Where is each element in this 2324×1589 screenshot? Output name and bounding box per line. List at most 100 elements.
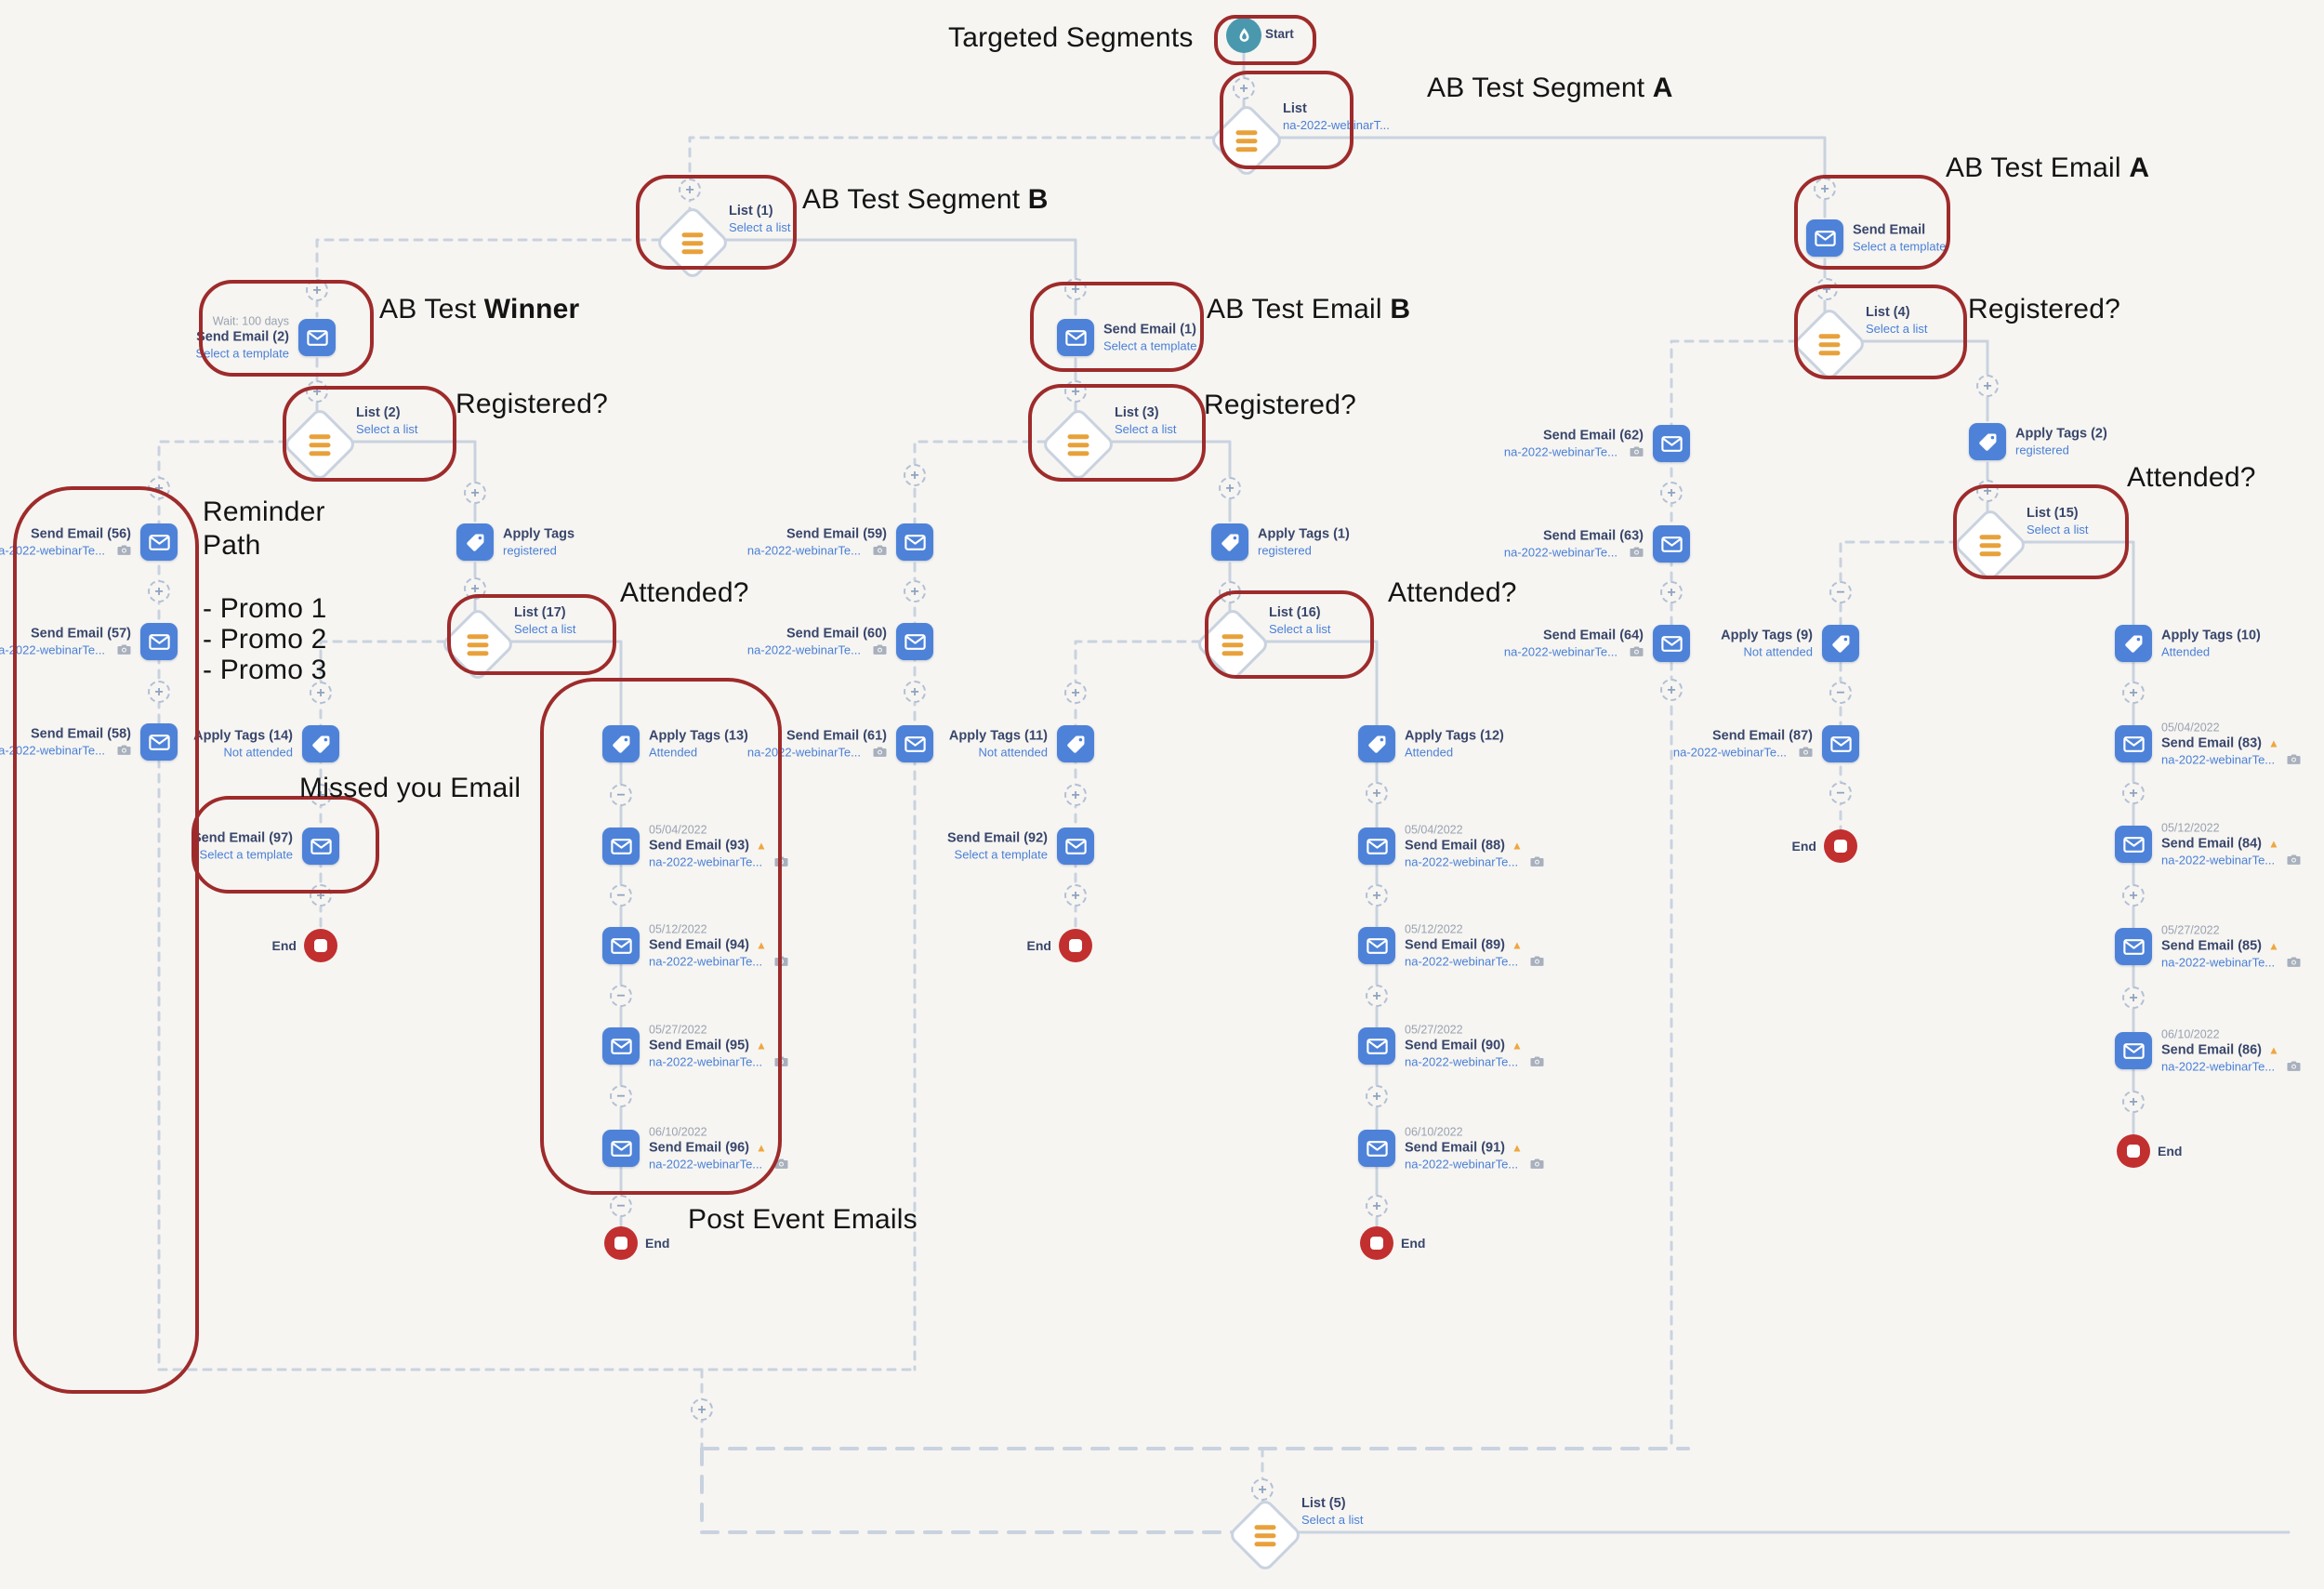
node-title: Send Email (85)▲ <box>2161 938 2279 954</box>
node-start[interactable] <box>1226 18 1261 53</box>
add-step-button[interactable]: + <box>1976 375 1999 397</box>
node-email-96[interactable] <box>602 1130 640 1167</box>
add-step-button[interactable]: + <box>306 380 328 403</box>
node-tags-10[interactable] <box>2115 625 2152 662</box>
node-email-90[interactable] <box>1358 1027 1395 1065</box>
node-tags-2[interactable] <box>1969 423 2006 460</box>
add-step-button[interactable]: + <box>679 179 701 201</box>
node-email-57[interactable] <box>140 623 178 660</box>
add-step-button[interactable]: + <box>148 681 170 703</box>
node-email-97[interactable] <box>302 828 339 865</box>
node-label-email-97: Send Email (97)Select a template <box>79 829 293 862</box>
add-step-button[interactable]: − <box>610 784 632 806</box>
add-step-button[interactable]: − <box>610 985 632 1007</box>
node-tags-1[interactable] <box>1211 523 1248 561</box>
add-step-button[interactable]: + <box>2122 884 2145 907</box>
add-step-button[interactable]: + <box>306 279 328 301</box>
add-step-button[interactable]: − <box>1829 682 1852 704</box>
node-email-95[interactable] <box>602 1027 640 1065</box>
start-drop-icon <box>1239 27 1248 42</box>
node-email-ab-a[interactable] <box>1806 219 1843 257</box>
add-step-button[interactable]: − <box>610 1085 632 1107</box>
node-end-postevent[interactable] <box>604 1226 638 1260</box>
add-step-button[interactable]: + <box>464 482 486 504</box>
node-end-tags12[interactable] <box>1360 1226 1393 1260</box>
node-email-89[interactable] <box>1358 927 1395 964</box>
email-icon <box>1064 329 1087 346</box>
node-email-64[interactable] <box>1653 625 1690 662</box>
node-tags-14[interactable] <box>302 725 339 762</box>
add-step-button[interactable]: + <box>1366 985 1388 1007</box>
add-step-button[interactable]: + <box>2122 1091 2145 1113</box>
add-step-button[interactable]: + <box>904 580 926 602</box>
add-step-button[interactable]: − <box>610 1195 632 1217</box>
node-email-86[interactable] <box>2115 1032 2152 1069</box>
add-step-button[interactable]: + <box>1219 581 1241 603</box>
node-end-tags9[interactable] <box>1824 829 1857 863</box>
add-step-button[interactable]: + <box>310 884 332 907</box>
node-tags-12[interactable] <box>1358 725 1395 762</box>
add-step-button[interactable]: + <box>1233 77 1255 99</box>
add-step-button[interactable]: + <box>1976 480 1999 502</box>
add-step-button[interactable]: + <box>1814 178 1836 200</box>
node-email-61[interactable] <box>896 725 933 762</box>
node-email-84[interactable] <box>2115 826 2152 863</box>
add-step-button[interactable]: + <box>1064 380 1087 403</box>
add-step-button[interactable]: + <box>1219 477 1241 499</box>
node-email-58[interactable] <box>140 723 178 761</box>
node-end-tags11[interactable] <box>1059 929 1092 962</box>
add-step-button[interactable]: + <box>310 784 332 806</box>
node-email-56[interactable] <box>140 523 178 561</box>
add-step-button[interactable]: + <box>1064 682 1087 704</box>
node-email-62[interactable] <box>1653 425 1690 462</box>
add-step-button[interactable]: + <box>1064 884 1087 907</box>
node-end-tags10[interactable] <box>2117 1134 2150 1168</box>
add-step-button[interactable]: + <box>148 580 170 602</box>
node-email-92[interactable] <box>1057 828 1094 865</box>
node-email-83[interactable] <box>2115 725 2152 762</box>
node-email-87[interactable] <box>1822 725 1859 762</box>
add-step-button[interactable]: + <box>2122 682 2145 704</box>
add-step-button[interactable]: − <box>1829 581 1852 603</box>
add-step-button[interactable]: + <box>2122 987 2145 1009</box>
warning-icon: ▲ <box>2267 939 2279 953</box>
add-step-button[interactable]: + <box>691 1398 713 1421</box>
add-step-button[interactable]: + <box>1816 278 1838 300</box>
add-step-button[interactable]: + <box>1251 1478 1274 1501</box>
node-end-tags14[interactable] <box>304 929 337 962</box>
node-email-60[interactable] <box>896 623 933 660</box>
add-step-button[interactable]: + <box>2122 782 2145 804</box>
add-step-button[interactable]: + <box>904 681 926 703</box>
add-step-button[interactable]: + <box>310 682 332 704</box>
add-step-button[interactable]: + <box>464 577 486 600</box>
add-step-button[interactable]: + <box>1366 1085 1388 1107</box>
add-step-button[interactable]: + <box>1366 782 1388 804</box>
add-step-button[interactable]: + <box>1064 784 1087 806</box>
node-tags-9[interactable] <box>1822 625 1859 662</box>
connector-line <box>913 440 1063 1371</box>
add-step-button[interactable]: + <box>148 477 170 499</box>
node-email-91[interactable] <box>1358 1130 1395 1167</box>
node-tags-11[interactable] <box>1057 725 1094 762</box>
add-step-button[interactable]: + <box>1064 278 1087 300</box>
add-step-button[interactable]: + <box>1366 884 1388 907</box>
warning-icon: ▲ <box>1511 938 1523 952</box>
node-email-85[interactable] <box>2115 928 2152 965</box>
node-tags-13[interactable] <box>602 725 640 762</box>
add-step-button[interactable]: − <box>1829 782 1852 804</box>
node-email-94[interactable] <box>602 927 640 964</box>
node-email-63[interactable] <box>1653 525 1690 563</box>
add-step-button[interactable]: − <box>610 884 632 907</box>
node-email-2[interactable] <box>298 319 336 356</box>
add-step-button[interactable]: + <box>1660 679 1683 701</box>
node-email-93[interactable] <box>602 828 640 865</box>
node-email-1[interactable] <box>1057 319 1094 356</box>
add-step-button[interactable]: + <box>904 464 926 486</box>
node-email-59[interactable] <box>896 523 933 561</box>
add-step-button[interactable]: + <box>1660 581 1683 603</box>
add-step-button[interactable]: + <box>1660 482 1683 504</box>
node-tags-reg[interactable] <box>456 523 494 561</box>
add-step-button[interactable]: + <box>1366 1195 1388 1217</box>
node-email-88[interactable] <box>1358 828 1395 865</box>
